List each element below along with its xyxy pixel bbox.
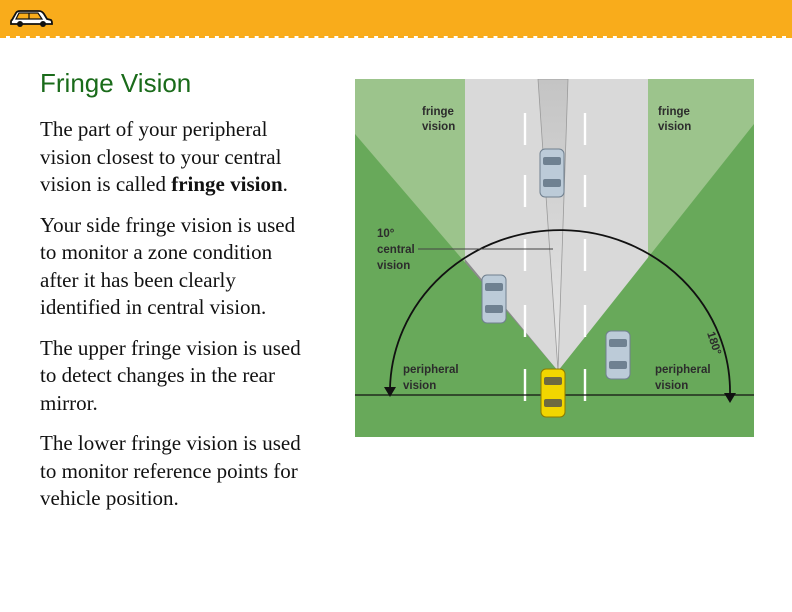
paragraph-fringe-definition: The part of your peripheral vision close… [40,117,288,196]
car-left-lane [481,274,507,324]
label-peripheral-left-line1: peripheral [403,364,459,376]
label-fringe-right-line2: vision [658,121,691,133]
label-peripheral-right-line1: peripheral [655,364,711,376]
label-fringe-right-line1: fringe [658,106,690,118]
arc-arrow-left [384,387,396,397]
slide-title: Fringe Vision [40,68,192,98]
own-car [540,368,566,418]
header-divider [0,36,792,38]
header-bar [0,0,792,36]
label-central-degrees: 10° [377,228,395,240]
paragraph-side-fringe: Your side fringe vision is used to monit… [40,212,296,320]
label-central-line3: vision [377,260,410,272]
label-fringe-left-line2: vision [422,121,455,133]
body-text: The part of your peripheral vision close… [40,116,315,526]
paragraph-upper-fringe: The upper fringe vision is used to detec… [40,335,301,415]
arc-180-degrees [389,229,731,396]
label-fringe-left-line1: fringe [422,106,454,118]
car-ahead [539,148,565,198]
lane-markings [523,113,587,401]
fringe-vision-term: fringe vision [171,172,283,196]
label-peripheral-left-line2: vision [403,380,436,392]
car-icon [10,10,53,27]
paragraph-lower-fringe: The lower fringe vision is used to monit… [40,431,301,510]
peripheral-zone-left [355,134,558,437]
fringe-vision-diagram: fringe vision fringe vision 10° central … [355,79,754,437]
car-right-lane [605,330,631,380]
label-peripheral-right-line2: vision [655,380,688,392]
label-central-line2: central [377,244,415,256]
